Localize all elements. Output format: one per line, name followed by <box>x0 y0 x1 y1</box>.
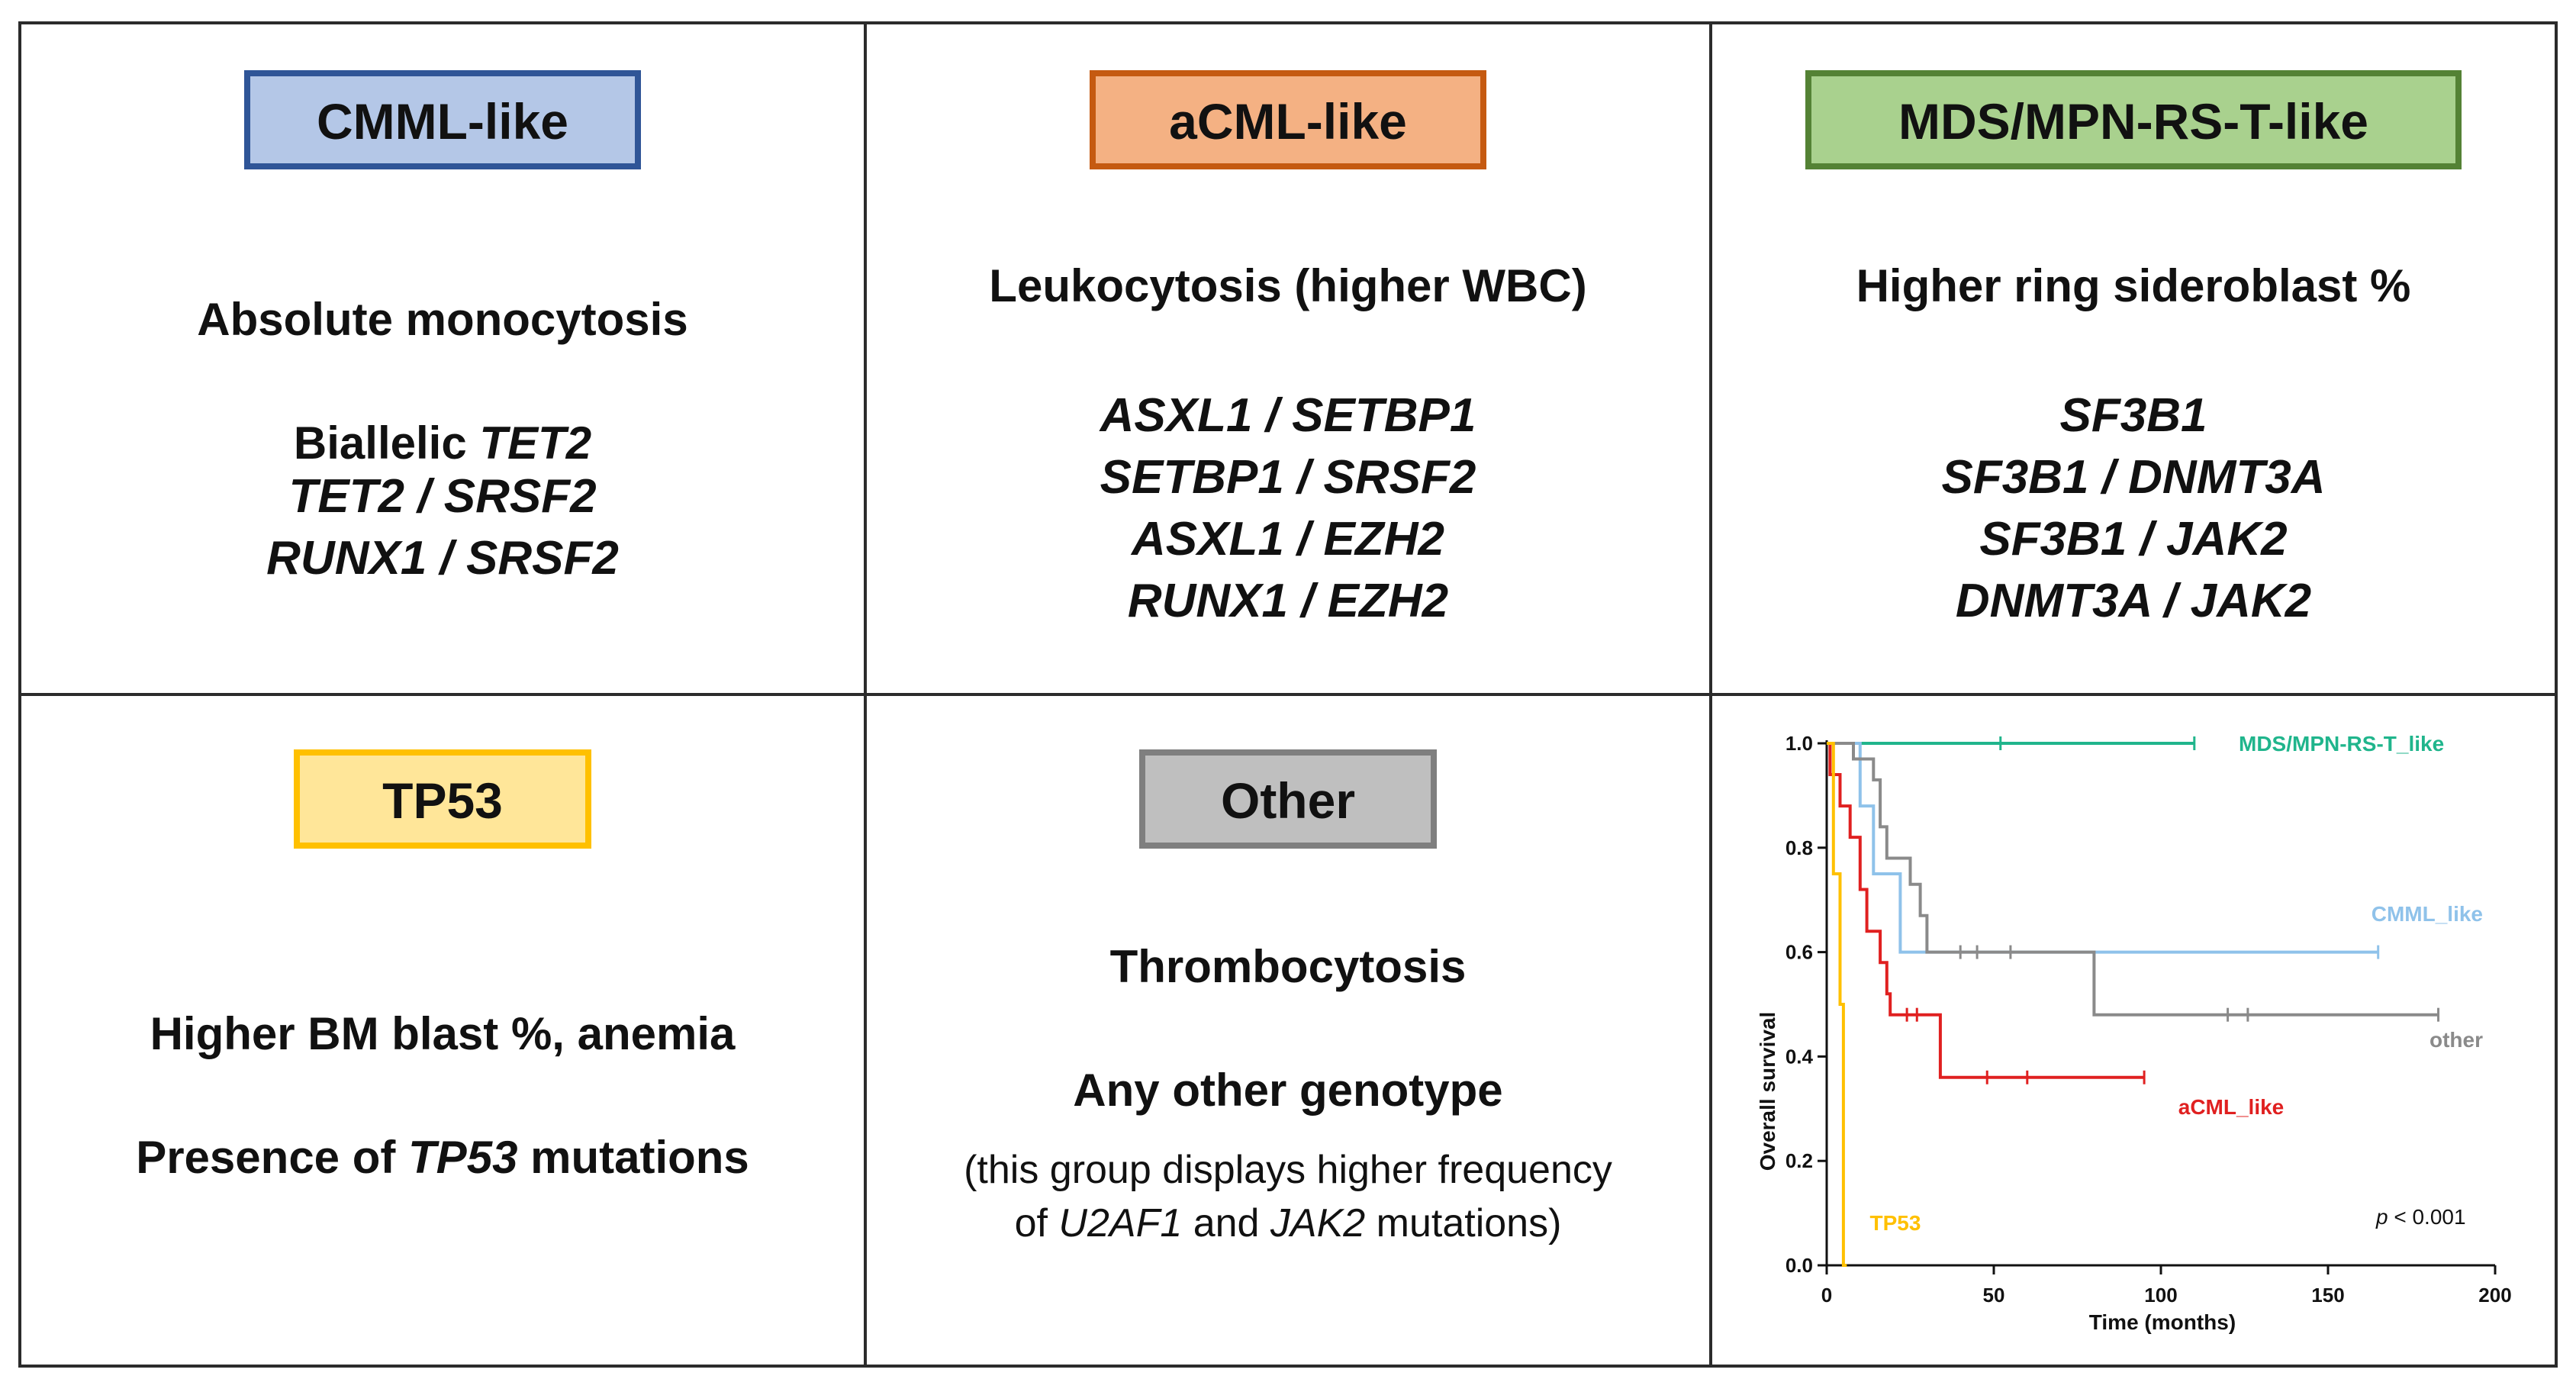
survival-chart-panel: 0 50 100 150 200 0.0 0.2 0.4 0.6 0.8 1.0 MDS/MPN-R… <box>1712 696 2555 1365</box>
series-label: TP53 <box>1870 1211 1921 1235</box>
other-note-mid: and <box>1182 1201 1270 1245</box>
cmml-biallelic-gene: TET2 <box>479 417 592 469</box>
cmml-like-panel: CMML-like Absolute monocytosis Biallelic… <box>21 24 867 696</box>
y-axis-label: Overall survival <box>1756 1012 1779 1171</box>
y-tick-label: 0.4 <box>1785 1045 1814 1068</box>
genotype-item: RUNX1 / SRSF2 <box>266 532 619 585</box>
x-axis-label: Time (months) <box>2089 1310 2236 1334</box>
genotype-item: SF3B1 / DNMT3A <box>1941 451 2326 504</box>
y-tick-label: 1.0 <box>1785 732 1813 755</box>
genotype-item: ASXL1 / SETBP1 <box>1100 389 1476 442</box>
tp53-feature: Higher BM blast %, anemia <box>150 1008 736 1059</box>
tp53-presence-suffix: mutations <box>517 1132 749 1183</box>
x-tick-label: 0 <box>1821 1284 1832 1307</box>
cmml-feature: Absolute monocytosis <box>197 294 688 345</box>
survival-curve <box>1827 742 2145 1079</box>
series-label: CMML_like <box>2372 902 2483 926</box>
other-note-prefix: of <box>1014 1201 1059 1245</box>
genotype-item: SF3B1 / JAK2 <box>1979 513 2288 566</box>
genotype-item: RUNX1 / EZH2 <box>1127 575 1449 627</box>
survival-curve <box>1827 742 1847 1267</box>
y-tick-label: 0.2 <box>1785 1149 1813 1172</box>
chart-axes: 0 50 100 150 200 0.0 0.2 0.4 0.6 0.8 1.0 <box>1785 732 2512 1307</box>
other-note-line1: (this group displays higher frequency <box>964 1148 1612 1192</box>
y-tick-label: 0.0 <box>1785 1254 1813 1277</box>
cmml-like-title: CMML-like <box>244 70 641 169</box>
acml-feature: Leukocytosis (higher WBC) <box>989 260 1587 311</box>
x-tick-label: 50 <box>1983 1284 2005 1307</box>
other-feature-thrombocytosis: Thrombocytosis <box>1109 941 1467 992</box>
acml-like-title: aCML-like <box>1090 70 1486 169</box>
cmml-genotype-list: TET2 / SRSF2 RUNX1 / SRSF2 <box>21 466 864 589</box>
acml-like-panel: aCML-like Leukocytosis (higher WBC) ASXL… <box>867 24 1712 696</box>
survival-curve <box>1827 742 2378 954</box>
x-tick-label: 200 <box>2478 1284 2511 1307</box>
other-note-gene2: JAK2 <box>1270 1201 1366 1245</box>
chart-series <box>1827 736 2440 1267</box>
genotype-item: SF3B1 <box>2059 389 2207 442</box>
p-value-symbol: p <box>2375 1205 2388 1229</box>
genotype-item: ASXL1 / EZH2 <box>1132 513 1444 566</box>
tp53-panel: TP53 Higher BM blast %, anemia Presence … <box>21 696 867 1365</box>
tp53-presence-gene: TP53 <box>408 1132 518 1183</box>
tp53-presence-prefix: Presence of <box>136 1132 409 1183</box>
x-tick-label: 100 <box>2144 1284 2177 1307</box>
genotype-item: DNMT3A / JAK2 <box>1955 575 2312 627</box>
series-label: MDS/MPN-RS-T_like <box>2239 732 2444 756</box>
series-label: other <box>2429 1028 2483 1052</box>
p-value-annotation: p < 0.001 <box>2375 1205 2466 1229</box>
genotype-item: TET2 / SRSF2 <box>288 470 597 523</box>
cmml-biallelic-prefix: Biallelic <box>293 417 480 469</box>
subgroup-grid: CMML-like Absolute monocytosis Biallelic… <box>18 21 2558 1368</box>
series-label: aCML_like <box>2178 1095 2285 1119</box>
tp53-presence-line: Presence of TP53 mutations <box>21 1131 864 1184</box>
mds-feature: Higher ring sideroblast % <box>1856 260 2411 311</box>
cmml-biallelic-line: Biallelic TET2 <box>21 417 864 469</box>
mds-mpn-rs-t-like-title: MDS/MPN-RS-T-like <box>1805 70 2462 169</box>
other-note-suffix: mutations) <box>1365 1201 1562 1245</box>
mds-genotype-list: SF3B1 SF3B1 / DNMT3A SF3B1 / JAK2 DNMT3A… <box>1712 385 2555 632</box>
tp53-title: TP53 <box>294 749 591 849</box>
p-value-text: < 0.001 <box>2388 1205 2466 1229</box>
x-tick-label: 150 <box>2311 1284 2344 1307</box>
other-panel: Other Thrombocytosis Any other genotype … <box>867 696 1712 1365</box>
survival-chart: 0 50 100 150 200 0.0 0.2 0.4 0.6 0.8 1.0 MDS/MPN-R… <box>1756 732 2512 1334</box>
genotype-item: SETBP1 / SRSF2 <box>1100 451 1476 504</box>
other-note-line2: of U2AF1 and JAK2 mutations) <box>867 1197 1709 1250</box>
y-tick-label: 0.8 <box>1785 836 1813 859</box>
mds-mpn-rs-t-like-panel: MDS/MPN-RS-T-like Higher ring sideroblas… <box>1712 24 2555 696</box>
survival-curve <box>1827 742 2439 1017</box>
y-tick-label: 0.6 <box>1785 941 1813 964</box>
other-title: Other <box>1139 749 1437 849</box>
other-note-gene1: U2AF1 <box>1058 1201 1183 1245</box>
other-feature-genotype: Any other genotype <box>1073 1065 1503 1116</box>
acml-genotype-list: ASXL1 / SETBP1 SETBP1 / SRSF2 ASXL1 / EZ… <box>867 385 1709 632</box>
